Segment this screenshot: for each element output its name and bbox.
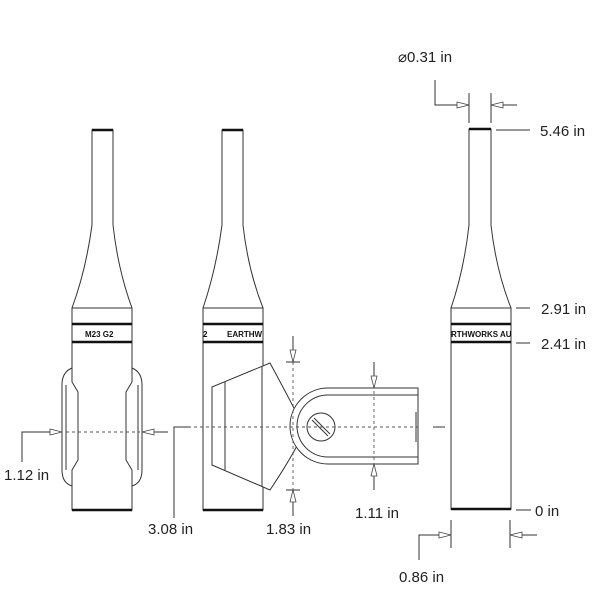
mic-front-label: M23 G2: [85, 330, 114, 339]
mount-height-label: 1.83 in: [266, 521, 311, 538]
mic-side-label: EARTHW: [227, 330, 263, 339]
tip-diameter-label: ⌀0.31 in: [398, 49, 452, 66]
mic-rear-label: RTHWORKS AU: [451, 330, 512, 339]
height-base-label: 0 in: [535, 503, 559, 520]
clip-depth-label: 3.08 in: [148, 521, 193, 538]
height-band-label: 2.41 in: [541, 336, 586, 353]
mic-rear-view: RTHWORKS AU: [433, 127, 512, 511]
mic-front-view: M23 G2: [61, 128, 143, 512]
mic-side-view: 2 EARTHW: [176, 128, 419, 512]
height-total-label: 5.46 in: [540, 123, 585, 140]
dimension-lines: [21, 80, 537, 560]
mic-side-label-left: 2: [203, 330, 208, 339]
body-width-label: 0.86 in: [399, 569, 444, 586]
height-taper-label: 2.91 in: [541, 301, 586, 318]
clip-width-label: 1.12 in: [4, 467, 49, 484]
clip-height-label: 1.11 in: [355, 505, 399, 522]
